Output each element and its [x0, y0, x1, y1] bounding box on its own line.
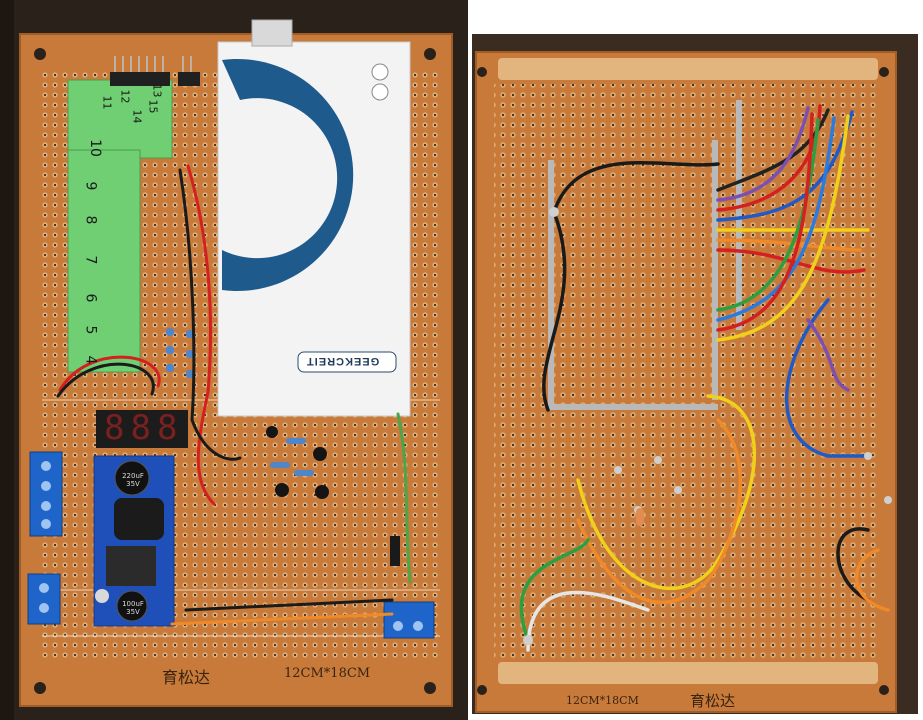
green-label-strip: [67, 79, 173, 373]
solder-side-illustration: [468, 0, 923, 720]
component-side-photo: [0, 0, 468, 720]
seven-segment-display: [96, 410, 188, 448]
microcontroller-board: [217, 19, 411, 417]
component-side-illustration: [0, 0, 453, 720]
buck-converter-module: [93, 455, 175, 627]
solder-side-photo: [468, 0, 923, 720]
